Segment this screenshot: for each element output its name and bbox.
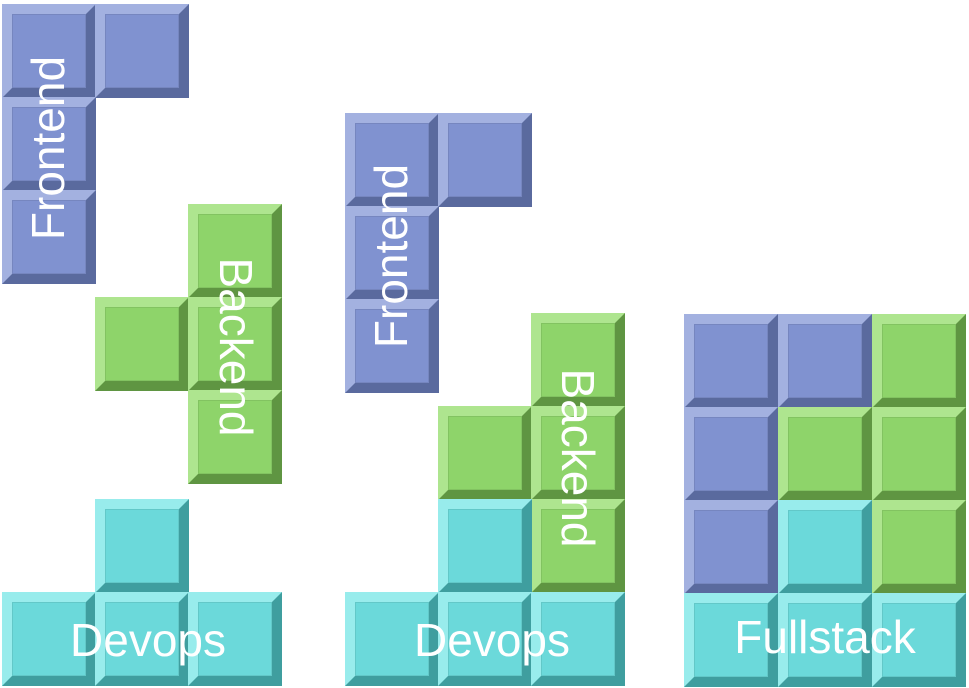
devops-block [872, 593, 966, 687]
frontend-block [684, 407, 778, 501]
devops-block [95, 592, 189, 686]
backend-block [531, 406, 625, 500]
devops-block [188, 592, 282, 686]
frontend-block [438, 113, 532, 207]
devops-block [531, 592, 625, 686]
devops-block [345, 592, 439, 686]
backend-block [872, 407, 966, 501]
backend-block [872, 500, 966, 594]
backend-block [531, 313, 625, 407]
backend-block [438, 406, 532, 500]
frontend-block [345, 113, 439, 207]
devops-block [95, 499, 189, 593]
devops-block [778, 593, 872, 687]
backend-block [188, 297, 282, 391]
devops-block [438, 592, 532, 686]
frontend-block [684, 314, 778, 408]
frontend-block [2, 190, 96, 284]
devops-block [684, 593, 778, 687]
backend-block [778, 407, 872, 501]
frontend-block [95, 4, 189, 98]
frontend-block [345, 206, 439, 300]
frontend-block [684, 500, 778, 594]
devops-block [2, 592, 96, 686]
backend-block [188, 204, 282, 298]
devops-block [778, 500, 872, 594]
backend-block [188, 390, 282, 484]
frontend-block [2, 97, 96, 191]
backend-block [531, 499, 625, 593]
devops-block [438, 499, 532, 593]
backend-block [95, 297, 189, 391]
backend-block [872, 314, 966, 408]
frontend-block [2, 4, 96, 98]
frontend-block [345, 299, 439, 393]
frontend-block [778, 314, 872, 408]
